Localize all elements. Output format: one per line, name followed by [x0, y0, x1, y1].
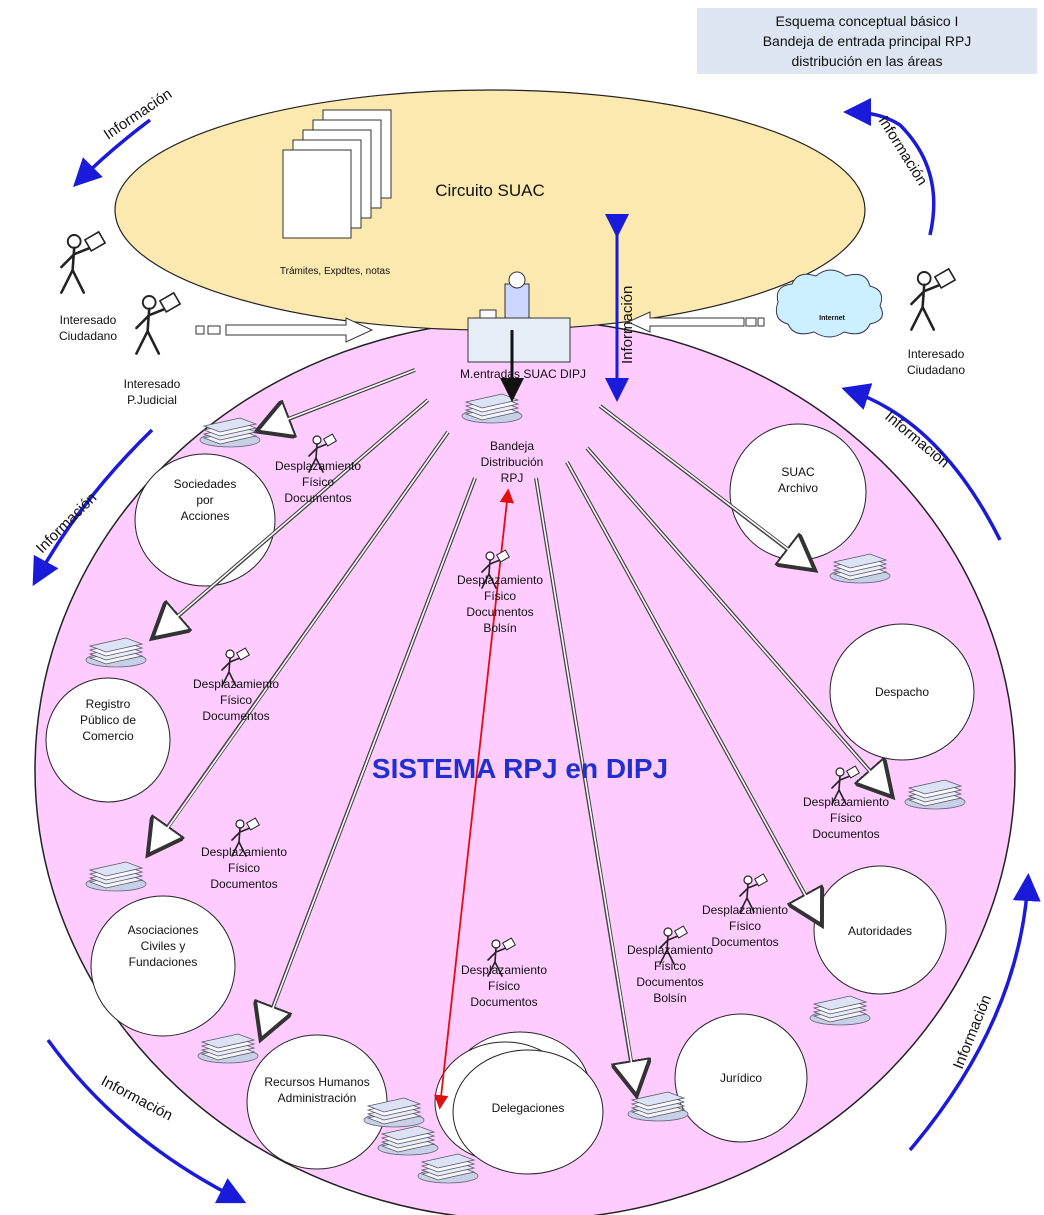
- citizen-right-label-1: Interesado: [908, 347, 965, 361]
- movement-label-m6-line-2: Físico: [654, 959, 686, 973]
- info-arrow-left: [32, 428, 154, 587]
- area-label-delegaciones-line-1: Delegaciones: [492, 1101, 565, 1115]
- title-line-3: distribución en las áreas: [791, 53, 943, 69]
- area-circle-asociaciones: [90, 895, 236, 1037]
- info-arrow-bottom-left: [46, 1038, 247, 1204]
- info-label-bottom-left: Información: [98, 1073, 175, 1125]
- movement-label-m1-line-2: Físico: [302, 475, 334, 489]
- movement-label-m8-line-1: Desplazamiento: [803, 795, 889, 809]
- movement-label-m3-line-3: Documentos: [202, 709, 269, 723]
- desk-label: M.entradas SUAC DIPJ: [460, 367, 586, 381]
- movement-label-m8-line-2: Físico: [830, 811, 862, 825]
- area-circle-juridico: [674, 1013, 808, 1143]
- area-label-rrhh-line-2: Administración: [278, 1091, 357, 1105]
- movement-label-m2-line-4: Bolsín: [483, 621, 516, 635]
- movement-label-m3-line-2: Físico: [220, 693, 252, 707]
- movement-label-m3-line-1: Desplazamiento: [193, 677, 279, 691]
- area-label-sociedades-line-3: Acciones: [181, 509, 230, 523]
- area-label-suac_archivo-line-2: Archivo: [778, 481, 818, 495]
- area-label-asociaciones-line-2: Civiles y: [141, 939, 186, 953]
- area-circle-despacho: [829, 623, 975, 761]
- movement-label-m5-line-1: Desplazamiento: [461, 963, 547, 977]
- inbound-arrow-left: [195, 317, 374, 343]
- info-label-top-left: Información: [101, 85, 175, 143]
- info-arrow-top-right: [843, 98, 936, 236]
- info-arrow-top-left: [73, 118, 152, 187]
- tray-icon-1: [199, 417, 261, 448]
- area-label-sociedades-line-1: Sociedades: [174, 477, 237, 491]
- judicial-label-2: P.Judicial: [127, 393, 177, 407]
- movement-label-m1-line-1: Desplazamiento: [275, 459, 361, 473]
- citizen-right-label-2: Ciudadano: [907, 363, 965, 377]
- area-label-registro-line-1: Registro: [86, 697, 131, 711]
- movement-label-m4-line-1: Desplazamiento: [201, 845, 287, 859]
- document-stack-icon: [282, 109, 392, 239]
- area-label-asociaciones-line-1: Asociaciones: [128, 923, 199, 937]
- diagram-title-box: Esquema conceptual básico I Bandeja de e…: [697, 8, 1037, 74]
- info-arrow-right: [841, 383, 1002, 541]
- area-label-suac_archivo-line-1: SUAC: [781, 465, 815, 479]
- area-label-despacho-line-1: Despacho: [875, 685, 929, 699]
- tray-label-3: RPJ: [501, 471, 524, 485]
- movement-label-m4-line-2: Físico: [228, 861, 260, 875]
- judicial-icon: [135, 291, 182, 355]
- red-bolsin-arrow: [434, 488, 514, 1110]
- info-label-right: Información: [881, 408, 952, 471]
- info-label-top-right: Información: [875, 113, 931, 188]
- citizen-right-icon: [910, 267, 957, 331]
- title-line-1: Esquema conceptual básico I: [775, 13, 959, 29]
- suac-circuit-ellipse: [114, 89, 866, 331]
- internet-cloud-icon: [775, 269, 883, 338]
- rpj-system-label: SISTEMA RPJ en DIPJ: [372, 753, 668, 784]
- area-circle-sociedades: [134, 453, 276, 587]
- movement-label-m7-line-1: Desplazamiento: [702, 903, 788, 917]
- tray-label-1: Bandeja: [490, 439, 534, 453]
- area-label-autoridades-line-1: Autoridades: [848, 924, 912, 938]
- movement-label-m2-line-2: Físico: [484, 589, 516, 603]
- docs-label: Trámites, Expdtes, notas: [280, 266, 390, 277]
- movement-label-m8-line-3: Documentos: [812, 827, 879, 841]
- movement-labels: DesplazamientoFísicoDocumentosDesplazami…: [193, 459, 889, 1009]
- reception-desk-icon: [467, 271, 571, 363]
- citizen-left-label-2: Ciudadano: [59, 329, 117, 343]
- area-label-rrhh-line-1: Recursos Humanos: [264, 1075, 369, 1089]
- area-circle-autoridades: [813, 865, 947, 995]
- area-label-juridico-line-1: Jurídico: [720, 1071, 762, 1085]
- movement-label-m2-line-3: Documentos: [466, 605, 533, 619]
- area-label-registro-line-2: Público de: [80, 713, 136, 727]
- judicial-label-1: Interesado: [124, 377, 181, 391]
- citizen-left-label-1: Interesado: [60, 313, 117, 327]
- movement-label-m7-line-2: Físico: [729, 919, 761, 933]
- tray-label-2: Distribución: [481, 455, 544, 469]
- movement-label-m5-line-3: Documentos: [470, 995, 537, 1009]
- area-label-asociaciones-line-3: Fundaciones: [129, 955, 198, 969]
- info-label-vertical: Información: [619, 286, 636, 364]
- movement-label-m6-line-4: Bolsín: [653, 991, 686, 1005]
- movement-label-m7-line-3: Documentos: [711, 935, 778, 949]
- suac-circuit-label: Circuito SUAC: [435, 181, 545, 200]
- title-line-2: Bandeja de entrada principal RPJ: [762, 33, 972, 49]
- movement-label-m2-line-1: Desplazamiento: [457, 573, 543, 587]
- internet-label: Internet: [819, 315, 845, 322]
- area-circle-registro: [45, 677, 171, 803]
- movement-label-m1-line-3: Documentos: [284, 491, 351, 505]
- area-label-registro-line-3: Comercio: [82, 729, 134, 743]
- citizen-left-icon: [60, 230, 107, 294]
- inbound-arrow-right: [626, 311, 765, 333]
- movement-label-m4-line-3: Documentos: [210, 877, 277, 891]
- movement-label-m6-line-1: Desplazamiento: [627, 943, 713, 957]
- info-arrow-bottom-right: [908, 873, 1041, 1152]
- movement-label-m5-line-2: Físico: [488, 979, 520, 993]
- area-label-sociedades-line-2: por: [196, 493, 213, 507]
- movement-label-m6-line-3: Documentos: [636, 975, 703, 989]
- info-label-left: Información: [33, 489, 100, 556]
